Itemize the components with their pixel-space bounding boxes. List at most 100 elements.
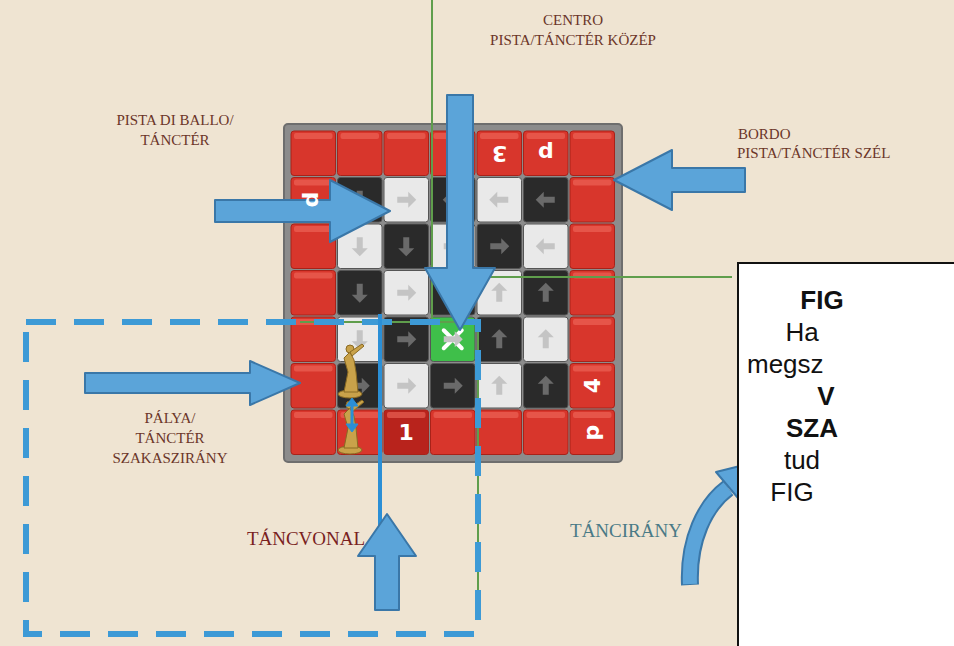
cell-highlight: [573, 366, 612, 372]
double-arrow: [346, 398, 358, 432]
board-cell: [524, 224, 569, 269]
board-cell: [524, 410, 569, 455]
cell-highlight: [294, 412, 333, 418]
board-cell: [384, 178, 429, 223]
cell-arrow: [444, 331, 463, 347]
cell-highlight: [573, 319, 612, 325]
region-label: PISTA/TÁNCTÉR SZÉL: [737, 145, 890, 162]
board-cell: [477, 224, 522, 269]
board-cell: [570, 410, 615, 455]
board-number: 4: [580, 378, 605, 393]
cell-arrow: [538, 329, 554, 348]
region-label: CENTRO: [543, 12, 603, 29]
cell-highlight: [573, 180, 612, 186]
cell-highlight: [480, 412, 519, 418]
cell-highlight: [294, 273, 333, 279]
board-cell: [477, 410, 522, 455]
note-text: V: [817, 382, 834, 411]
cell-arrow: [352, 284, 368, 303]
region-label: BORDO: [738, 126, 791, 143]
cell-arrow: [491, 329, 507, 348]
board-cell: [384, 131, 429, 176]
cell-highlight: [341, 133, 380, 139]
board-cell: [477, 317, 522, 362]
cell-arrow: [397, 285, 416, 301]
cell-highlight: [573, 226, 612, 232]
cell-arrow: [536, 192, 555, 208]
dancer-figure: [338, 344, 364, 454]
board-cell: [477, 131, 522, 176]
board-cell: [570, 178, 615, 223]
note-text: SZA: [786, 414, 838, 443]
board-cell: [431, 410, 476, 455]
region-label: PISTA DI BALLO/: [116, 112, 233, 129]
cell-highlight: [480, 133, 519, 139]
cell-arrow: [489, 192, 508, 208]
board-cell: [524, 364, 569, 409]
note-text: Ha: [785, 318, 818, 347]
board-cell: [477, 178, 522, 223]
board-cell: [570, 131, 615, 176]
cell-arrow: [397, 378, 416, 394]
cell-arrow: [398, 237, 414, 256]
board-cell: [291, 364, 336, 409]
board-cell: [524, 178, 569, 223]
cell-highlight: [527, 133, 566, 139]
note-text: tud: [784, 446, 820, 475]
cell-arrow: [491, 283, 507, 302]
region-label: SZAKASZIRÁNY: [112, 450, 227, 467]
direction-label: TÁNCIRÁNY: [570, 520, 682, 542]
board-cell: [384, 271, 429, 316]
cell-highlight: [387, 412, 426, 418]
cell-arrow: [538, 283, 554, 302]
board-cell: [524, 317, 569, 362]
cell-highlight: [434, 412, 473, 418]
line-label: TÁNCVONAL: [247, 528, 365, 550]
board-cell: [338, 271, 383, 316]
note-box: FIGHamegszVSZAtudFIG: [737, 262, 954, 646]
cell-arrow: [490, 238, 509, 254]
board-cell: [384, 364, 429, 409]
cell-highlight: [573, 412, 612, 418]
board-letter: p: [580, 424, 605, 440]
centre-mark: [444, 330, 462, 348]
board-cell: [384, 410, 429, 455]
cell-arrow: [444, 378, 463, 394]
board-cell: [384, 224, 429, 269]
region-label: PÁLYA/: [144, 410, 195, 427]
note-text: FIG: [800, 286, 843, 315]
cell-arrow: [352, 237, 368, 256]
cell-highlight: [294, 366, 333, 372]
board-cell: [291, 271, 336, 316]
board-letter: p: [301, 192, 326, 208]
board-cell: [338, 131, 383, 176]
region-label: TÁNCTÉR: [135, 430, 204, 447]
cell-highlight: [387, 133, 426, 139]
board-number: 3: [492, 141, 507, 166]
cell-highlight: [294, 180, 333, 186]
board-cell: [570, 317, 615, 362]
board-cell: [524, 131, 569, 176]
region-label: PISTA/TÁNCTÉR KÖZÉP: [490, 32, 656, 49]
board-cell: [291, 410, 336, 455]
cell-highlight: [527, 412, 566, 418]
dance-line: [378, 314, 382, 536]
cell-arrow: [397, 192, 416, 208]
cell-highlight: [294, 226, 333, 232]
cell-arrow: [538, 376, 554, 395]
cell-arrow: [397, 331, 416, 347]
cell-highlight: [573, 133, 612, 139]
cell-highlight: [294, 133, 333, 139]
board-cell: [291, 224, 336, 269]
note-text: FIG: [770, 478, 813, 507]
board-letter: p: [538, 141, 554, 166]
board-cell: [431, 364, 476, 409]
pointer-arrow: [85, 95, 745, 610]
region-label: TÁNCTÉR: [140, 132, 209, 149]
board-number: 1: [399, 420, 414, 445]
section-frame: [26, 322, 478, 634]
cell-arrow: [491, 376, 507, 395]
board-cell: [291, 131, 336, 176]
board-cell: [570, 364, 615, 409]
board-cell: [477, 364, 522, 409]
